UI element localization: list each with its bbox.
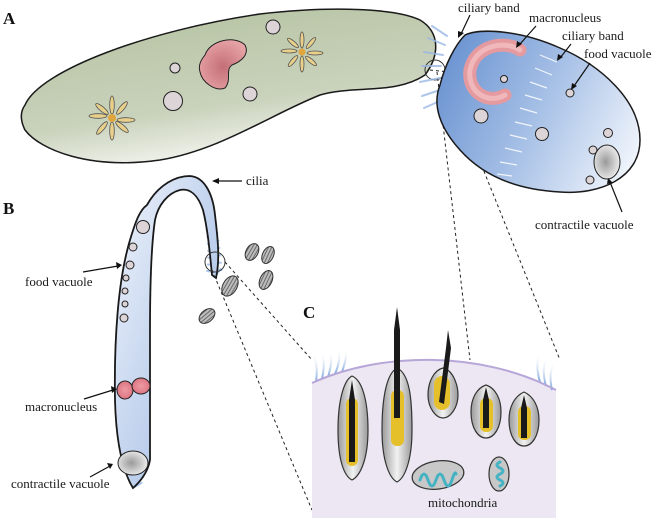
label-ciliary-band-2: ciliary band [562,28,624,43]
paramecium-contractile-vacuole-star-right [280,31,324,73]
stentor-b-food-vacuoles [119,220,150,323]
stentor-b-contractile-vacuole [117,450,149,476]
arrowhead [458,31,464,38]
panel-label-b: B [3,199,14,218]
label-food-vacuole-a: food vacuole [584,46,652,61]
stentor-b-body [113,175,220,490]
label-ciliary-band-1: ciliary band [458,0,520,15]
panel-b-annotations: cilia food vacuole macronucleus contract… [11,173,269,491]
trichocyst-5 [508,391,540,447]
label-mitochondria: mitochondria [428,495,498,510]
zoom-lines-b [211,261,313,511]
stentor-contractile-vacuole [593,144,621,180]
trichocyst-1 [337,375,369,481]
stentor-food-vacuoles [473,75,613,185]
label-contractile-vacuole-a: contractile vacuole [535,217,634,232]
stentor-ciliary-band [496,54,558,177]
mitochondrion-1 [411,460,465,490]
paramecium-macronucleus [198,39,247,90]
paramecium-food-vacuoles [163,19,281,111]
paramecium-contractile-vacuole-star-left [88,95,136,141]
panel-c-cortex: mitochondria [311,307,557,518]
panel-label-a: A [3,9,16,28]
paramecium-body [20,8,437,164]
paramecium-cell [20,8,446,164]
mitochondrion-2 [488,456,510,492]
label-food-vacuole-b: food vacuole [25,274,93,289]
label-macronucleus-a: macronucleus [529,10,601,25]
label-cilia: cilia [246,173,269,188]
trichocyst-4 [470,384,502,439]
cortex-cilia [312,347,556,391]
label-contractile-vacuole-b: contractile vacuole [11,476,110,491]
stentor-b-macronucleus [116,377,151,400]
panel-label-c: C [303,303,315,322]
cortex-membrane [311,358,557,391]
trichocyst-2 [381,307,413,483]
stentor-b [113,175,226,490]
stentor-cilia-left [419,25,448,109]
stentor-cell [419,25,641,194]
trichocyst-3 [427,330,459,419]
food-particles [198,243,275,324]
label-macronucleus-b: macronucleus [25,399,97,414]
panel-a-annotations: ciliary band macronucleus ciliary band f… [458,0,652,232]
